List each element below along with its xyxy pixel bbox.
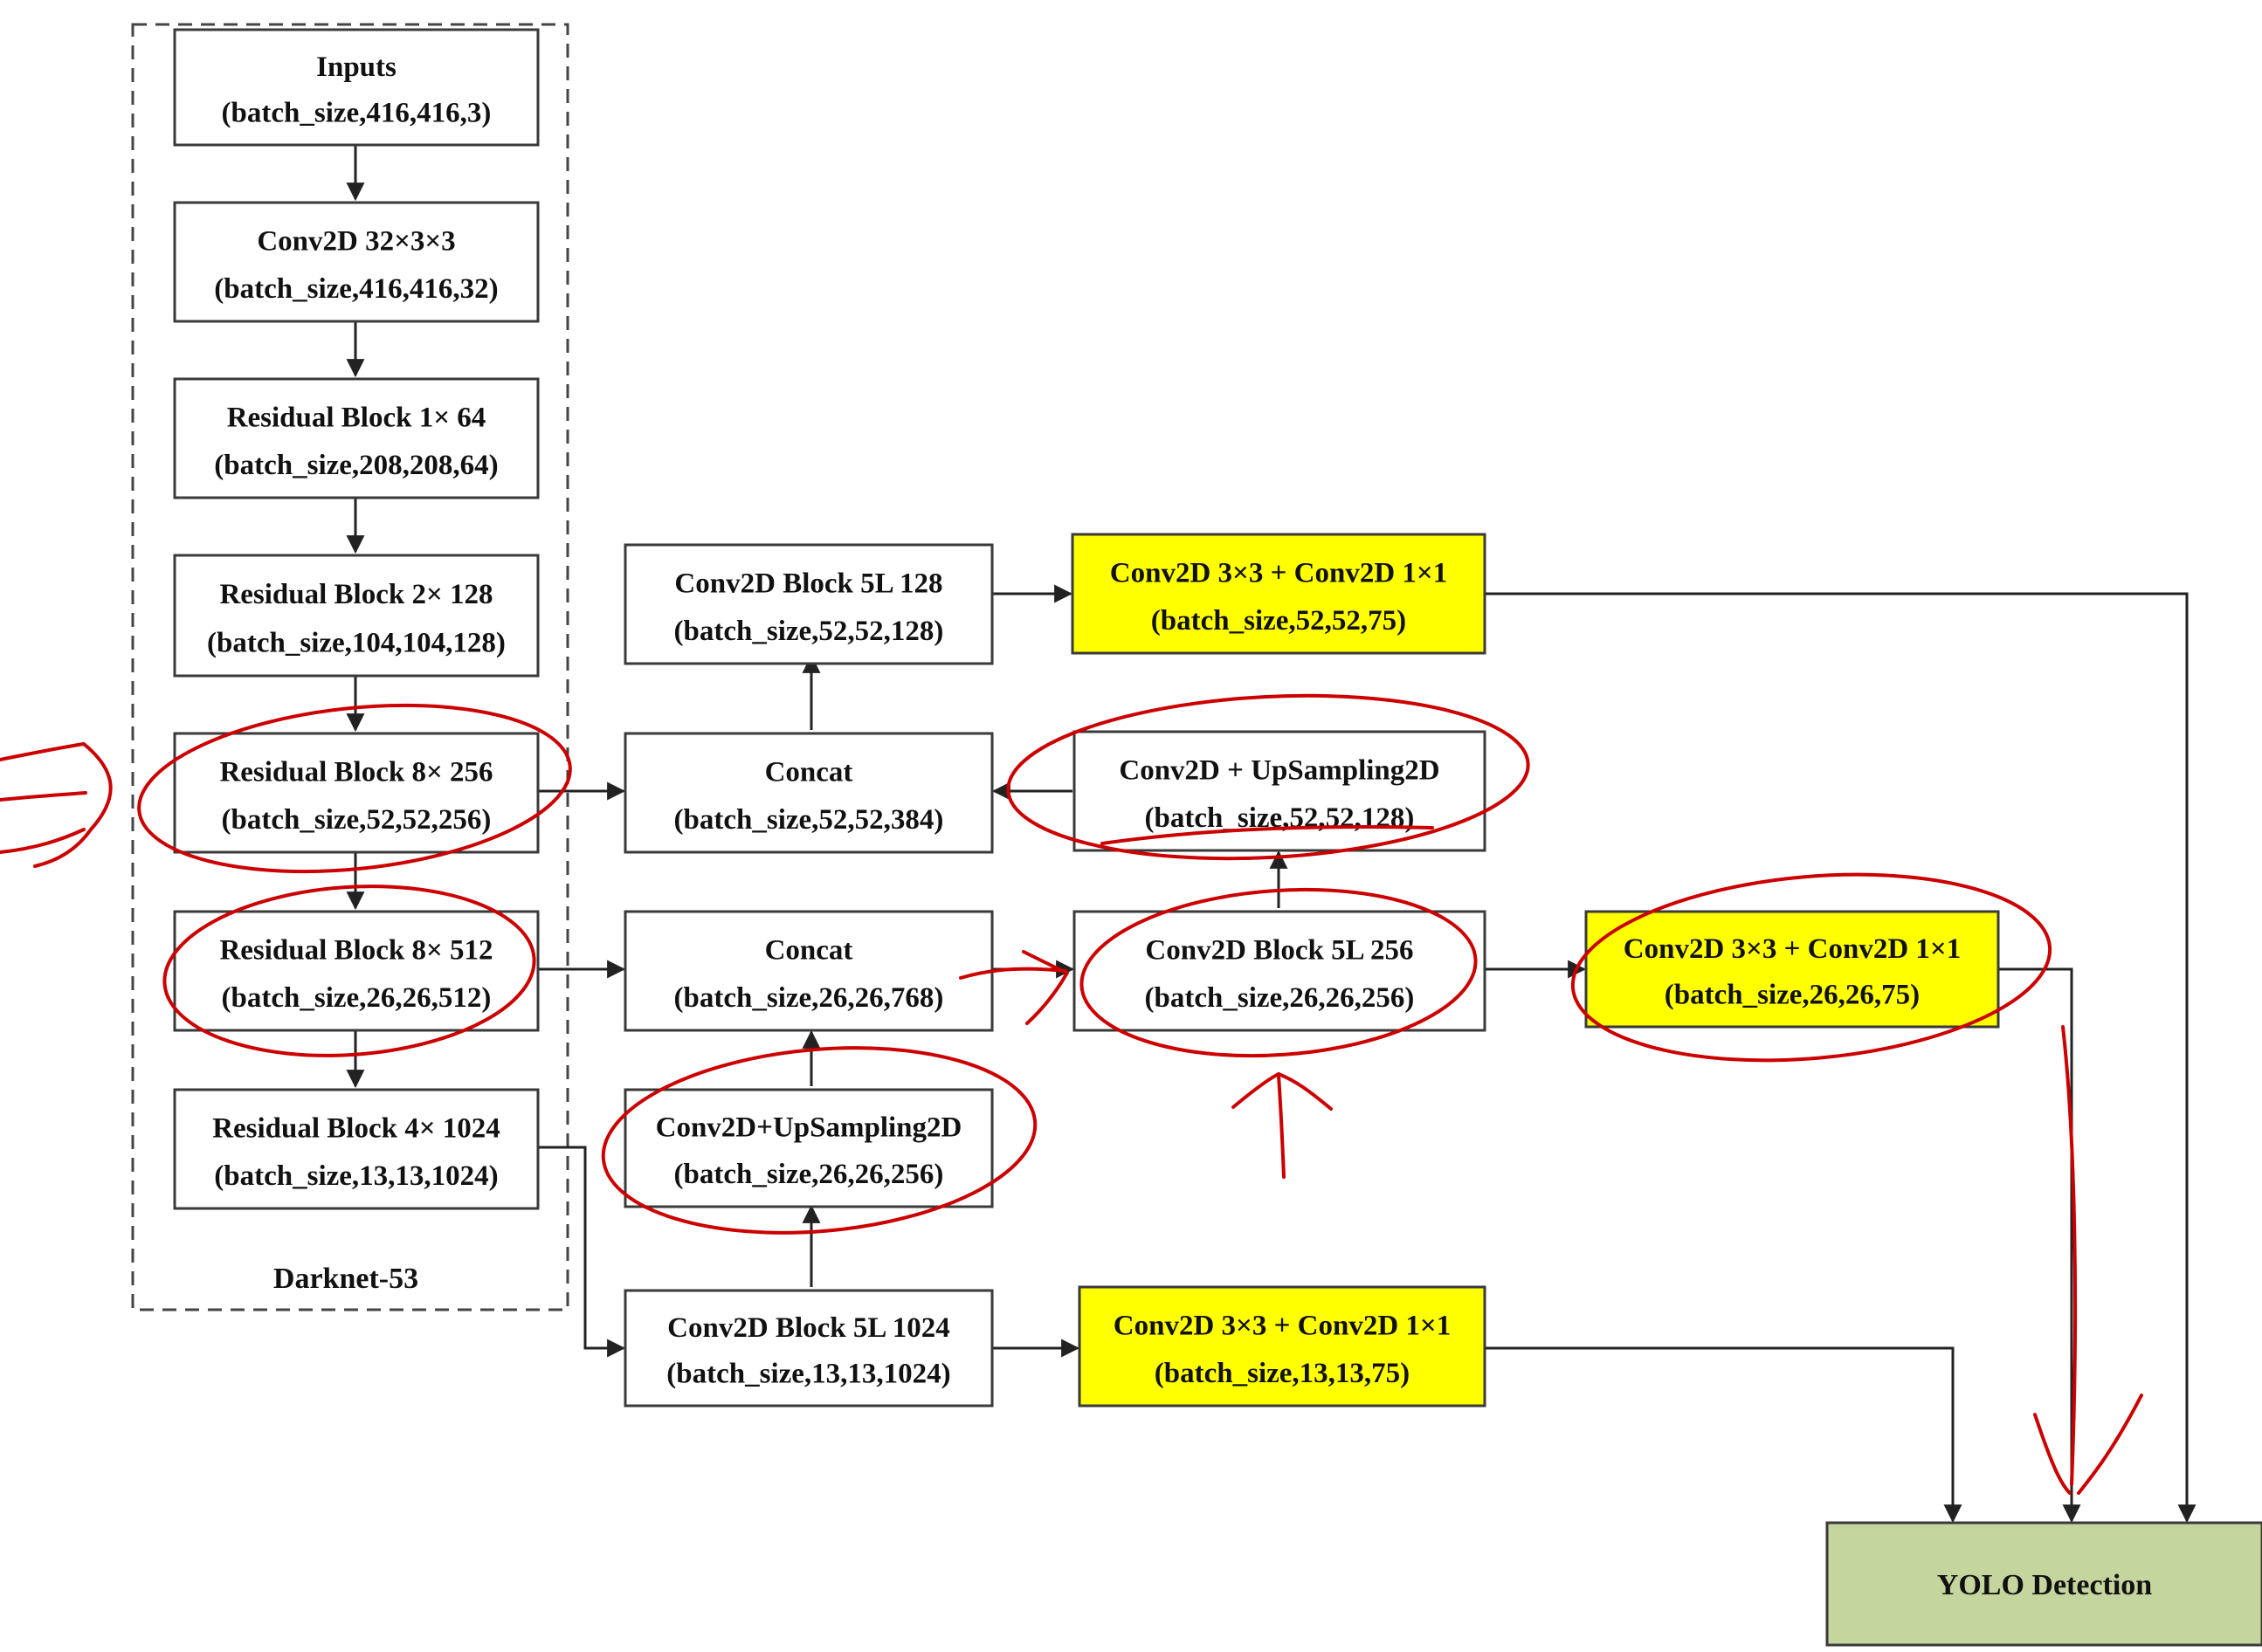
annotation-circle-out26 <box>1570 872 2052 1063</box>
box-out13: Conv2D 3×3 + Conv2D 1×1 (batch_size,13,13… <box>1078 1285 1486 1408</box>
box-res8a-title: Residual Block 8× 256 <box>219 756 493 788</box>
box-cb128-frame <box>624 543 994 665</box>
box-res1-title: Residual Block 1× 64 <box>227 402 486 433</box>
box-inputs: Inputs (batch_size,416,416,3) <box>173 28 540 147</box>
box-yolo-frame <box>1825 1521 2262 1647</box>
box-cb128: Conv2D Block 5L 128 (batch_size,52,52,128… <box>624 543 994 665</box>
box-out52-title: Conv2D 3×3 + Conv2D 1×1 <box>1110 557 1447 589</box>
box-concat2-shape: (batch_size,26,26,768) <box>674 982 944 1014</box>
box-cb128-shape: (batch_size,52,52,128) <box>674 616 944 647</box>
box-cb1024-title: Conv2D Block 5L 1024 <box>667 1312 950 1344</box>
box-out26-shape: (batch_size,26,26,75) <box>1665 980 1920 1011</box>
box-res8a-frame <box>173 732 540 854</box>
box-inputs-shape: (batch_size,416,416,3) <box>222 98 492 129</box>
box-cb256-title: Conv2D Block 5L 256 <box>1145 934 1413 966</box>
box-conv32-frame <box>173 201 540 323</box>
box-yolo: YOLO Detection <box>1825 1521 2262 1647</box>
box-cb1024-shape: (batch_size,13,13,1024) <box>666 1359 950 1390</box>
box-res2-shape: (batch_size,104,104,128) <box>207 627 506 658</box>
box-res2-title: Residual Block 2× 128 <box>219 579 493 610</box>
box-res2: Residual Block 2× 128 (batch_size,104,104… <box>173 554 540 678</box>
box-res8a-shape: (batch_size,52,52,256) <box>222 804 492 836</box>
box-res1-frame <box>173 377 540 499</box>
box-cb256-shape: (batch_size,26,26,256) <box>1145 982 1415 1014</box>
annotation-circle-cb256 <box>1079 887 1478 1058</box>
box-conv32: Conv2D 32×3×3 (batch_size,416,416,32) <box>173 201 540 323</box>
box-out26-title: Conv2D 3×3 + Conv2D 1×1 <box>1624 933 1961 965</box>
box-res1: Residual Block 1× 64 (batch_size,208,208,… <box>173 377 540 499</box>
box-out26: Conv2D 3×3 + Conv2D 1×1 (batch_size,26,26… <box>1584 910 2000 1029</box>
box-concat2-title: Concat <box>765 934 853 966</box>
annotation-arrow-cb256-up <box>1231 1072 1333 1179</box>
box-res8a: Residual Block 8× 256 (batch_size,52,52,2… <box>173 732 540 854</box>
edge-out26-yolo <box>1998 967 2081 1524</box>
box-out52-frame <box>1071 533 1486 655</box>
box-res8b-frame <box>173 910 540 1032</box>
box-res4-shape: (batch_size,13,13,1024) <box>214 1160 498 1192</box>
box-res4-frame <box>173 1088 540 1210</box>
box-up256-title: Conv2D+UpSampling2D <box>656 1112 962 1144</box>
box-layer: Inputs (batch_size,416,416,3) Conv2D 32×3×… <box>173 28 2262 1647</box>
box-res8b-shape: (batch_size,26,26,512) <box>222 982 492 1014</box>
box-up256: Conv2D+UpSampling2D (batch_size,26,26,256… <box>624 1088 994 1208</box>
box-up128: Conv2D + UpSampling2D(batch_size,52,52,1… <box>1072 730 1486 852</box>
box-up256-shape: (batch_size,26,26,256) <box>674 1159 944 1190</box>
box-conv32-shape: (batch_size,416,416,32) <box>214 273 498 305</box>
annotation-circle-res8b <box>162 885 536 1057</box>
box-res4: Residual Block 4× 1024 (batch_size,13,13,… <box>173 1088 540 1210</box>
box-up128-title: Conv2D + UpSampling2D <box>1119 754 1439 786</box>
box-up128-frame <box>1072 730 1486 852</box>
box-out52: Conv2D 3×3 + Conv2D 1×1 (batch_size,52,52… <box>1071 533 1486 655</box>
box-res2-frame <box>173 554 540 678</box>
edge-res4-cb1024 <box>538 1146 626 1358</box>
box-cb256: Conv2D Block 5L 256 (batch_size,26,26,256… <box>1072 910 1486 1032</box>
box-res8b-title: Residual Block 8× 512 <box>219 934 493 966</box>
box-out13-title: Conv2D 3×3 + Conv2D 1×1 <box>1114 1310 1451 1341</box>
box-cb1024-frame <box>624 1289 994 1408</box>
box-out13-shape: (batch_size,13,13,75) <box>1155 1358 1410 1389</box>
annotation-lines-left <box>0 742 113 868</box>
annotation-circle-up128 <box>1006 693 1530 861</box>
box-concat1: Concat (batch_size,52,52,384) <box>624 732 994 854</box>
box-conv32-title: Conv2D 32×3×3 <box>257 225 455 257</box>
box-yolo-title: YOLO Detection <box>1937 1569 2153 1601</box>
box-inputs-frame <box>173 28 540 147</box>
edge-out52-yolo <box>1485 592 2196 1524</box>
box-res1-shape: (batch_size,208,208,64) <box>214 450 498 481</box>
edge-out13-yolo <box>1485 1346 1962 1524</box>
box-out13-frame <box>1078 1285 1486 1408</box>
box-res8b: Residual Block 8× 512 (batch_size,26,26,5… <box>173 910 540 1032</box>
box-cb1024: Conv2D Block 5L 1024 (batch_size,13,13,10… <box>624 1289 994 1408</box>
box-concat2: Concat (batch_size,26,26,768) <box>624 910 994 1032</box>
annotation-arrow-concat2 <box>959 950 1069 1025</box>
annotation-circle-up256 <box>601 1046 1038 1235</box>
box-up256-frame <box>624 1088 994 1208</box>
box-res4-title: Residual Block 4× 1024 <box>212 1112 500 1144</box>
box-out52-shape: (batch_size,52,52,75) <box>1151 605 1406 637</box>
box-cb256-frame <box>1072 910 1486 1032</box>
box-inputs-title: Inputs <box>316 52 397 83</box>
red-annotations <box>0 693 2143 1495</box>
annotation-underline-up128 <box>1100 824 1434 845</box>
box-cb128-title: Conv2D Block 5L 128 <box>674 568 942 599</box>
annotation-circle-res8a <box>137 703 572 874</box>
box-out26-frame <box>1584 910 2000 1029</box>
box-concat1-shape: (batch_size,52,52,384) <box>674 804 944 836</box>
box-concat1-frame <box>624 732 994 854</box>
darknet-53-frame <box>131 23 569 1311</box>
box-concat1-title: Concat <box>765 756 853 788</box>
annotation-arrow-yolo-down <box>2033 1025 2143 1495</box>
darknet-53-label: Darknet-53 <box>273 1263 418 1295</box>
